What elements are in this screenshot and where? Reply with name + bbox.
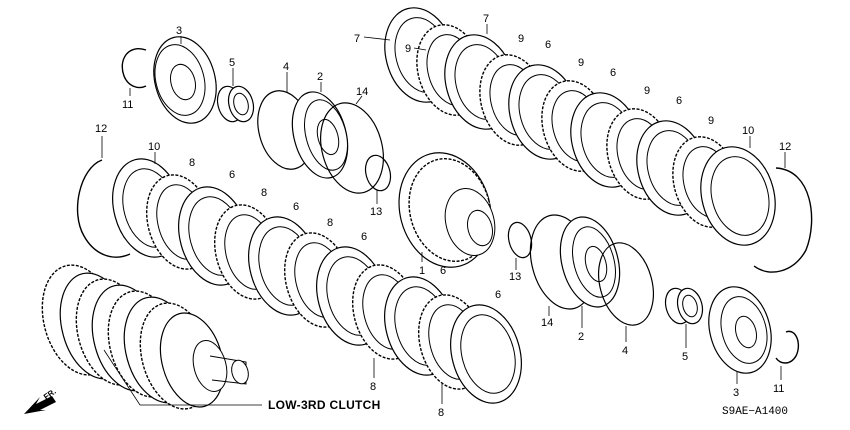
callout-6: 6: [610, 67, 616, 79]
callout-6: 6: [229, 169, 235, 181]
leader-lines: [101, 24, 786, 404]
callout-3: 3: [733, 387, 739, 399]
callout-6: 6: [293, 201, 299, 213]
clutch-drum-2-mid: [559, 216, 621, 308]
callout-4: 4: [283, 61, 289, 73]
clutch-stack-low-3rd: [112, 158, 522, 404]
snap-ring-11-top: [121, 48, 147, 89]
callout-13: 13: [509, 271, 521, 283]
callout-5: 5: [682, 351, 688, 363]
clutch-stack-top: [384, 7, 776, 246]
callout-12: 12: [779, 141, 791, 153]
callout-9: 9: [578, 57, 584, 69]
callout-6: 6: [361, 231, 367, 243]
snap-ring-11-mid: [775, 330, 800, 364]
callout-2: 2: [317, 71, 323, 83]
snap-ring-12-right: [753, 167, 813, 273]
snap-ring-12-left: [76, 159, 131, 258]
spring-5-top: [216, 85, 255, 123]
piston-3-top: [153, 36, 217, 124]
o-ring-4-mid: [598, 242, 654, 326]
callout-11: 11: [773, 383, 784, 395]
callout-13: 13: [370, 206, 382, 218]
front-direction-label: FR.: [42, 387, 58, 402]
o-ring-13-mid: [507, 221, 533, 259]
o-ring-14-top: [320, 102, 384, 194]
callout-14: 14: [541, 317, 553, 329]
callout-2: 2: [578, 331, 584, 343]
callout-6: 6: [545, 39, 551, 51]
assembled-low-3rd-clutch: [41, 264, 249, 410]
clutch-drum-2-top: [291, 91, 349, 179]
clutch-hub-1: [398, 152, 496, 268]
callout-9: 9: [708, 115, 714, 127]
callout-11: 11: [122, 99, 133, 111]
callout-8: 8: [261, 187, 267, 199]
diagram-code: S9AE−A1400: [722, 406, 788, 418]
o-ring-13-top: [364, 154, 392, 192]
callout-10: 10: [742, 125, 754, 137]
callout-9: 9: [518, 33, 524, 45]
callout-7: 7: [354, 33, 360, 45]
callout-8: 8: [189, 157, 195, 169]
callout-7: 7: [483, 13, 489, 25]
callout-4: 4: [622, 345, 628, 357]
caption-bracket: [103, 349, 262, 406]
callout-6: 6: [676, 95, 682, 107]
callout-labels: 3 5 11 4 2 14 13 7 7 9 9 6 9 6 9 6 9 10 …: [95, 13, 791, 419]
clutch-caption: LOW-3RD CLUTCH: [268, 398, 381, 412]
callout-5: 5: [229, 57, 235, 69]
callout-12: 12: [95, 123, 107, 135]
callout-6: 6: [495, 289, 501, 301]
front-arrow-icon: [24, 396, 56, 414]
callout-3: 3: [176, 25, 182, 37]
callout-14: 14: [356, 86, 368, 98]
piston-3-mid: [708, 286, 772, 374]
callout-6: 6: [440, 265, 446, 277]
callout-1: 1: [419, 265, 425, 277]
callout-9: 9: [405, 43, 411, 55]
callout-8: 8: [370, 381, 376, 393]
callout-9: 9: [644, 85, 650, 97]
callout-10: 10: [148, 141, 160, 153]
callout-8: 8: [438, 407, 444, 419]
callout-8: 8: [327, 217, 333, 229]
spring-5-mid: [664, 287, 704, 325]
